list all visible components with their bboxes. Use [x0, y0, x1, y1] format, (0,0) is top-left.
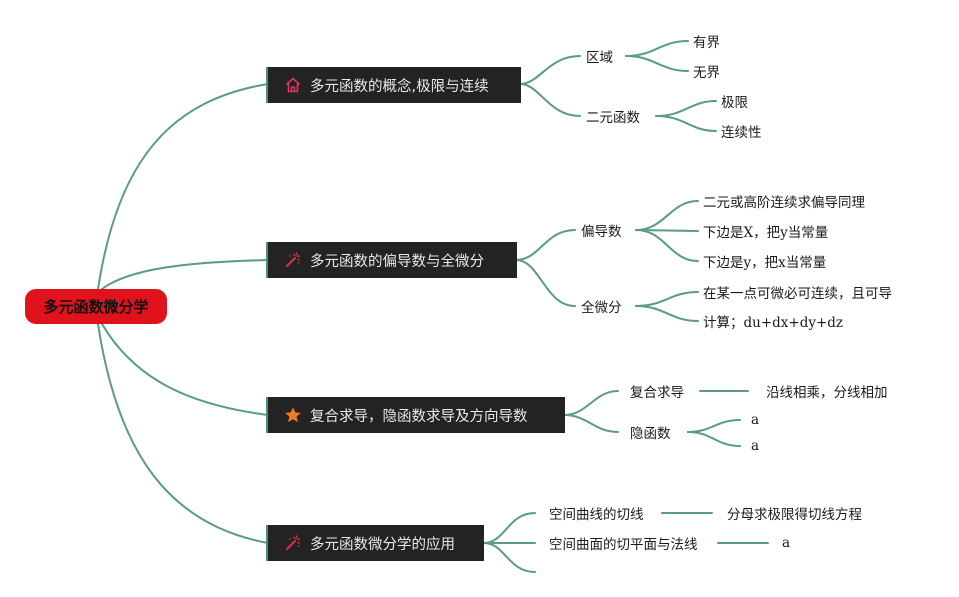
topic-tangent-plane-1[interactable]: a	[782, 535, 791, 551]
topic-region[interactable]: 区域	[586, 50, 613, 66]
branch-composite-implicit-directional[interactable]: 复合求导，隐函数求导及方向导数	[266, 397, 565, 433]
magic-wand-icon	[284, 251, 306, 269]
topic-composite-derivative[interactable]: 复合求导	[630, 385, 684, 401]
topic-total-differential[interactable]: 全微分	[581, 300, 622, 316]
link-b3-composite	[563, 390, 619, 416]
branch-concept-limit-continuity[interactable]: 多元函数的概念,极限与连续	[266, 67, 521, 103]
link-b1-region	[519, 55, 581, 85]
topic-bivariate-function[interactable]: 二元函数	[586, 110, 640, 126]
link-root-branch-3	[101, 323, 269, 416]
link-partial-1	[635, 200, 699, 231]
topic-implicit-1[interactable]: a	[751, 412, 760, 428]
link-b2-partial	[515, 229, 576, 261]
topic-partial-2[interactable]: 下边是X，把y当常量	[703, 225, 829, 241]
link-root-branch-1	[97, 83, 269, 290]
link-root-branch-2	[101, 259, 269, 290]
link-region-unbounded	[625, 55, 689, 72]
topic-partial-3[interactable]: 下边是y，把x当常量	[703, 255, 827, 271]
link-b3-implicit	[563, 414, 619, 433]
topic-space-curve-tangent[interactable]: 空间曲线的切线	[549, 507, 644, 523]
link-func-continuity	[655, 115, 717, 132]
link-partial-3	[635, 229, 699, 262]
topic-total-1[interactable]: 在某一点可微必可连续，且可导	[703, 286, 892, 302]
link-implicit-1	[687, 419, 741, 433]
topic-limit[interactable]: 极限	[721, 95, 748, 111]
link-func-limit	[655, 100, 717, 117]
topic-total-2[interactable]: 计算；du+dx+dy+dz	[703, 315, 844, 331]
topic-continuity[interactable]: 连续性	[721, 125, 762, 141]
topic-tangent-equation[interactable]: 分母求极限得切线方程	[727, 507, 862, 523]
branch-label: 多元函数的偏导数与全微分	[310, 253, 484, 270]
link-root-branch-4	[97, 323, 269, 544]
branch-label: 多元函数的概念,极限与连续	[310, 78, 489, 95]
topic-partial-1[interactable]: 二元或高阶连续求偏导同理	[703, 195, 865, 211]
topic-unbounded[interactable]: 无界	[693, 65, 720, 81]
topic-composite-rule[interactable]: 沿线相乘，分线相加	[766, 385, 888, 401]
branch-label: 复合求导，隐函数求导及方向导数	[310, 408, 528, 425]
root-label: 多元函数微分学	[43, 298, 149, 316]
topic-implicit-2[interactable]: a	[751, 438, 760, 454]
branch-partial-total-differential[interactable]: 多元函数的偏导数与全微分	[266, 242, 517, 278]
home-icon	[284, 76, 306, 94]
link-total-2	[635, 305, 699, 322]
star-icon	[284, 406, 306, 424]
link-partial-2	[635, 229, 699, 232]
topic-partial-derivative[interactable]: 偏导数	[581, 224, 622, 240]
link-implicit-2	[687, 431, 741, 447]
topic-bounded[interactable]: 有界	[693, 35, 720, 51]
link-total-1	[635, 291, 699, 307]
topic-implicit-function[interactable]: 隐函数	[630, 426, 671, 442]
branch-label: 多元函数微分学的应用	[310, 536, 455, 553]
link-b4-curve	[483, 512, 536, 544]
link-b1-func	[519, 83, 581, 117]
link-region-bounded	[625, 40, 689, 57]
branch-applications[interactable]: 多元函数微分学的应用	[266, 525, 484, 561]
topic-tangent-plane-normal[interactable]: 空间曲面的切平面与法线	[549, 537, 698, 553]
root-node[interactable]: 多元函数微分学	[25, 289, 167, 324]
link-b4-empty	[483, 542, 536, 573]
magic-wand-icon	[284, 534, 306, 552]
link-b2-total	[515, 259, 576, 307]
